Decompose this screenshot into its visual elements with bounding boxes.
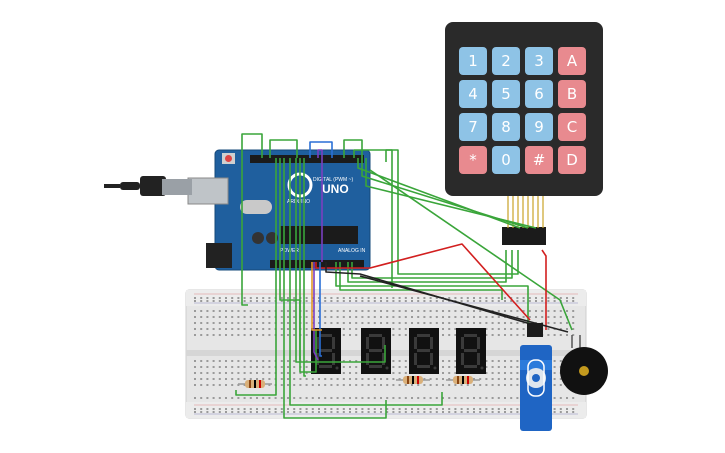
- board-model: UNO: [322, 182, 349, 196]
- keypad-key-label: 0: [501, 151, 511, 169]
- board-brand: ARDUINO: [287, 199, 310, 205]
- keypad-key-3[interactable]: 3: [525, 47, 553, 75]
- keypad-key-label: 1: [468, 52, 478, 70]
- wires[interactable]: [235, 133, 573, 419]
- keypad-key-9[interactable]: 9: [525, 113, 553, 141]
- board-analog-label: ANALOG IN: [338, 248, 366, 254]
- keypad-key-5[interactable]: 5: [492, 80, 520, 108]
- seven-segment-3: [409, 328, 439, 374]
- keypad-key-label: 5: [501, 85, 511, 103]
- keypad-key-label: 4: [468, 85, 478, 103]
- keypad-key-1[interactable]: 1: [459, 47, 487, 75]
- keypad-key-label: #: [533, 151, 546, 169]
- power-jack: [206, 243, 232, 268]
- keypad-key-label: 9: [534, 118, 544, 136]
- piezo-buzzer[interactable]: [560, 335, 608, 395]
- keypad-key-c[interactable]: C: [558, 113, 586, 141]
- resistor-3[interactable]: [446, 376, 480, 384]
- keypad-key-6[interactable]: 6: [525, 80, 553, 108]
- servo-connector: [527, 323, 543, 337]
- keypad-key-label: C: [567, 118, 577, 136]
- capacitor: [266, 232, 278, 244]
- keypad-key-label: 3: [534, 52, 544, 70]
- keypad-key-d[interactable]: D: [558, 146, 586, 174]
- resistor-2[interactable]: [396, 376, 430, 384]
- usb-cable[interactable]: [104, 176, 192, 196]
- keypad-key-hash[interactable]: #: [525, 146, 553, 174]
- keypad-key-label: 2: [501, 52, 511, 70]
- keypad-key-label: D: [566, 151, 578, 169]
- keypad-key-star[interactable]: *: [459, 146, 487, 174]
- keypad-key-4[interactable]: 4: [459, 80, 487, 108]
- seven-segment-2: [361, 328, 391, 374]
- resistor-1[interactable]: [238, 380, 272, 388]
- board-digital-label: DIGITAL (PWM ~): [313, 177, 353, 183]
- digital-header[interactable]: [250, 155, 364, 163]
- keypad-key-7[interactable]: 7: [459, 113, 487, 141]
- keypad-key-0[interactable]: 0: [492, 146, 520, 174]
- analog-header[interactable]: [270, 260, 364, 268]
- capacitor: [252, 232, 264, 244]
- keypad-key-b[interactable]: B: [558, 80, 586, 108]
- microcontroller-chip: [280, 226, 358, 244]
- servo-motor[interactable]: [520, 323, 552, 431]
- keypad-connector[interactable]: [502, 227, 546, 245]
- crystal: [240, 200, 272, 214]
- keypad-key-label: B: [567, 85, 577, 103]
- keypad-key-2[interactable]: 2: [492, 47, 520, 75]
- keypad-key-label: 6: [534, 85, 544, 103]
- keypad-key-label: *: [469, 151, 477, 169]
- usb-port: [187, 177, 229, 205]
- breadboard[interactable]: [185, 289, 587, 419]
- keypad[interactable]: 1 2 3 A 4 5 6 B 7 8 9 C * 0 # D: [445, 22, 603, 245]
- reset-button[interactable]: [225, 155, 232, 162]
- seven-segment-4: [456, 328, 486, 374]
- keypad-key-label: 8: [501, 118, 511, 136]
- keypad-key-a[interactable]: A: [558, 47, 586, 75]
- keypad-key-label: A: [567, 52, 578, 70]
- arduino-board[interactable]: DIGITAL (PWM ~) UNO ARDUINO ANALOG IN PO…: [187, 149, 371, 271]
- keypad-key-label: 7: [468, 118, 478, 136]
- keypad-key-8[interactable]: 8: [492, 113, 520, 141]
